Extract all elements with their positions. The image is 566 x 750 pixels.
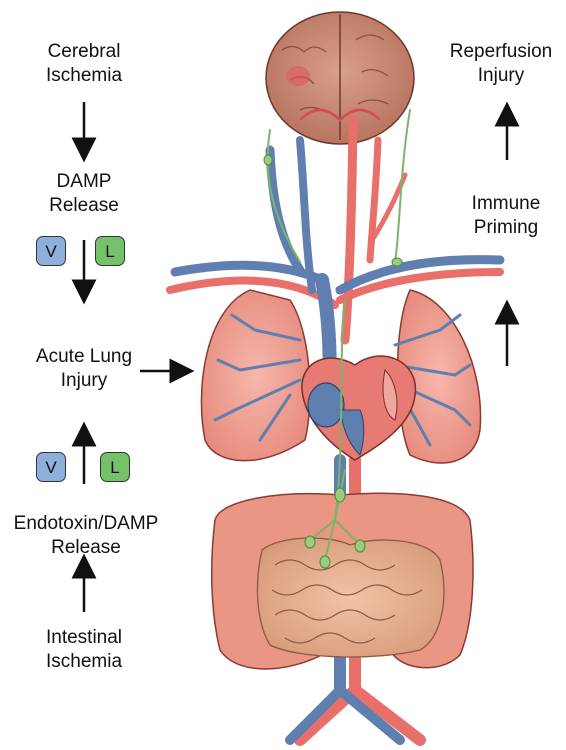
brain (265, 11, 415, 145)
lymph-nodes (263, 154, 403, 569)
heart (301, 355, 417, 461)
lungs (200, 289, 482, 464)
intestines (210, 492, 474, 670)
venous-badge-bottom: V (36, 452, 66, 482)
venous-badge-top: V (36, 236, 66, 266)
lymphatic-badge-bottom: L (100, 452, 130, 482)
lymphatic-badge-top: L (95, 236, 125, 266)
